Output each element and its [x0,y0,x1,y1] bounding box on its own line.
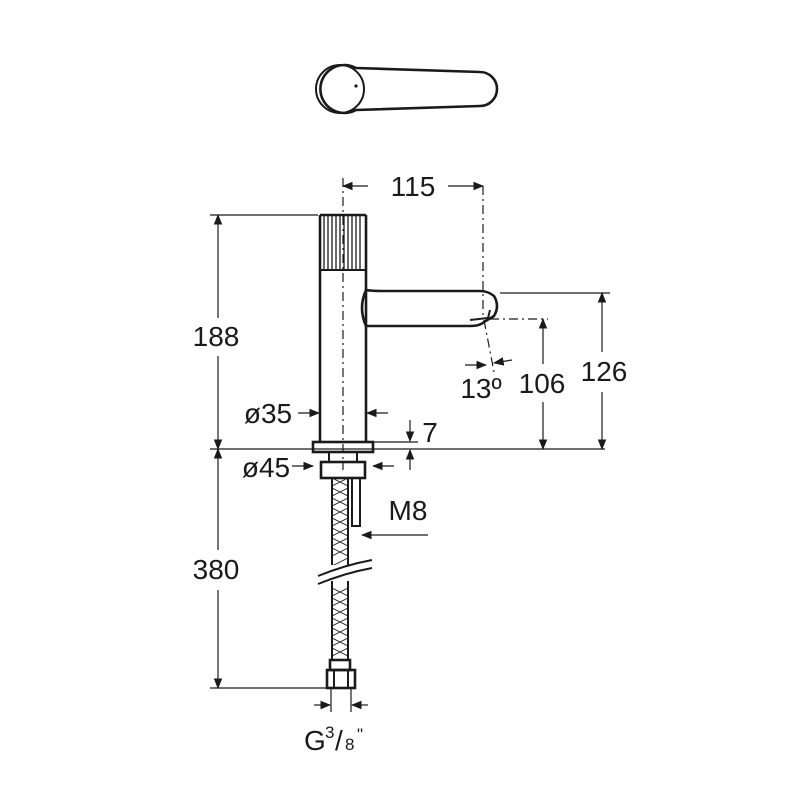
dim-spout-angle: 13º [460,373,501,404]
dim-base-diameter: ø45 [242,452,290,483]
dim-connection-denominator: 8 [345,735,354,754]
hose-braid [331,477,349,657]
dim-connection-base: G [304,725,326,756]
dim-thread: M8 [389,495,428,526]
top-view [315,63,499,115]
break-line-1 [317,559,373,577]
top-view-outline [319,63,499,115]
dimension-labels: 115 188 380 126 106 13º ø35 ø45 7 M8 G 3… [193,171,628,756]
dim-total-height: 188 [193,321,240,352]
dim-connection-numerator: 3 [325,723,334,742]
top-view-handle-circle [315,64,365,114]
dim-outlet-height: 106 [519,368,566,399]
faucet-body [311,178,499,470]
angle-line [483,319,495,373]
spout-aerator [469,309,491,321]
knurled-handle [323,216,361,269]
top-view-marker-dot [354,84,358,88]
connection-nut [325,668,357,690]
dim-connection: G 3 / 8 " [304,723,363,756]
dim-spout-height: 126 [581,356,628,387]
dim-body-diameter: ø35 [244,398,292,429]
dim-hose-length: 380 [193,554,240,585]
dim-deck-thickness: 7 [422,417,438,448]
mounting [317,451,373,690]
dim-connection-quote: " [357,725,363,744]
break-line-2 [317,567,373,585]
spout [360,288,499,328]
hose-ferrule [328,658,352,672]
threaded-rod [351,477,361,527]
dim-spout-reach: 115 [391,171,436,202]
dimension-lines [210,181,610,712]
break-gap [325,565,359,581]
dim-connection-slash: / [335,725,343,756]
